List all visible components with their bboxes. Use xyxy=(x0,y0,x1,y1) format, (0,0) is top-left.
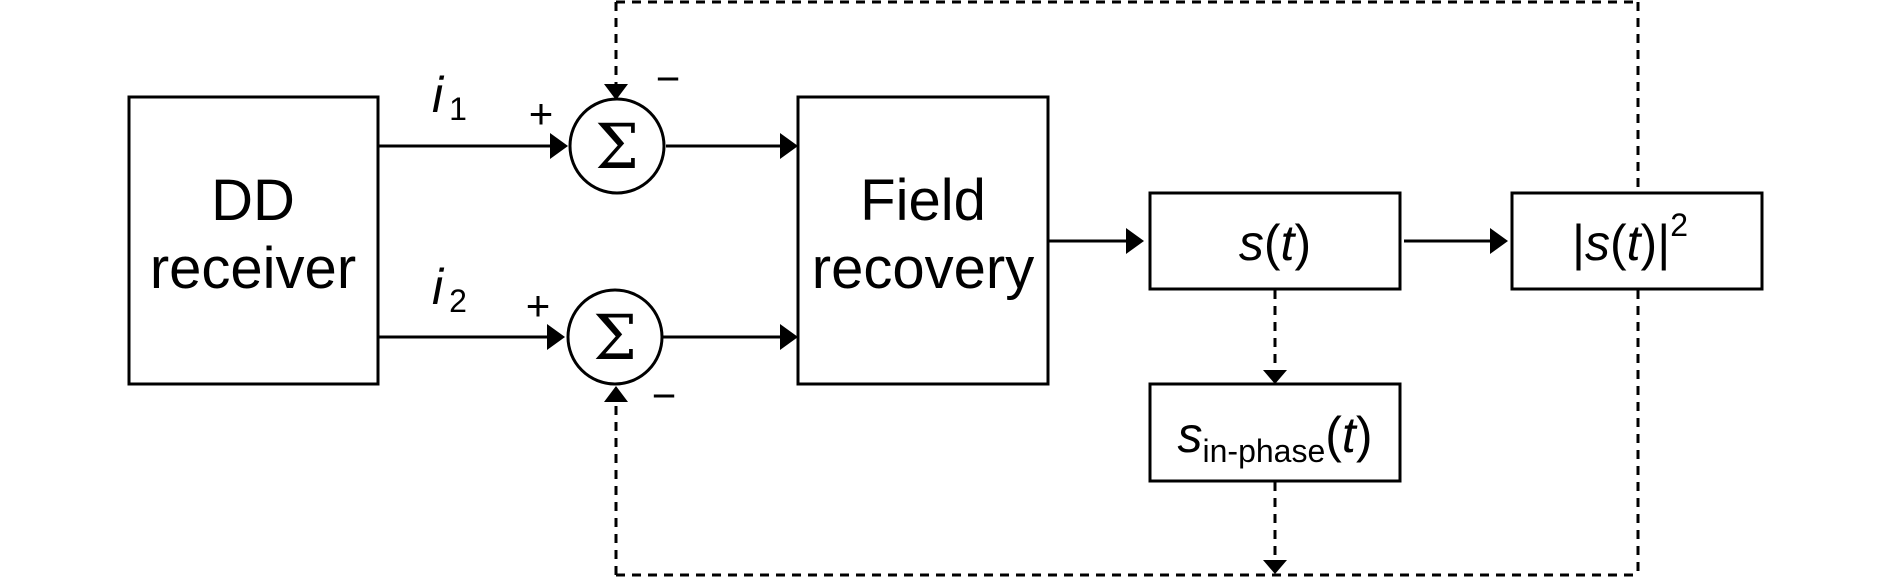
s-inphase-open-paren: ( xyxy=(1325,407,1342,463)
field-recovery-out-arrowhead xyxy=(1126,228,1144,254)
bottom-summer-out-arrowhead xyxy=(780,324,798,350)
i1-arrowhead xyxy=(550,133,568,159)
top-summer-minus-sign: − xyxy=(656,55,681,102)
i2-subscript: 2 xyxy=(449,283,467,319)
s-inphase-label: sin-phase(t) xyxy=(1178,407,1373,469)
bottom-summer-minus-sign: − xyxy=(652,372,677,419)
top-summer-plus-sign: + xyxy=(529,90,554,137)
magnitude-t: t xyxy=(1627,215,1643,271)
s-to-inphase-arrowhead xyxy=(1263,370,1287,384)
magnitude-open-paren: ( xyxy=(1610,215,1627,271)
dd-receiver-box xyxy=(127,95,380,386)
top-summer: Σ + − xyxy=(529,55,681,195)
top-summer-sigma: Σ xyxy=(595,110,639,183)
field-recovery-label-line1: Field xyxy=(860,168,986,233)
s-inphase-subscript: in-phase xyxy=(1203,433,1326,469)
s-inphase-box xyxy=(1148,382,1402,483)
s-t-s: s xyxy=(1239,215,1264,271)
dd-receiver-label-line2: receiver xyxy=(150,236,356,301)
s-t-label: s(t) xyxy=(1239,215,1311,271)
magnitude-bar-left: | xyxy=(1572,215,1585,271)
top-summer-circle xyxy=(568,97,666,195)
signal-lines xyxy=(378,133,1508,350)
s-inphase-s: s xyxy=(1178,407,1203,463)
field-recovery-block: Field recovery xyxy=(796,95,1050,386)
field-recovery-label-line2: recovery xyxy=(812,236,1034,301)
s-to-magnitude-arrowhead xyxy=(1490,228,1508,254)
s-t-box xyxy=(1148,191,1402,291)
s-t-t: t xyxy=(1281,215,1297,271)
s-t-open-paren: ( xyxy=(1264,215,1281,271)
s-inphase-block: sin-phase(t) xyxy=(1148,382,1402,483)
i1-base: i xyxy=(432,67,445,123)
dd-receiver-block: DD receiver xyxy=(127,95,380,386)
s-inphase-t: t xyxy=(1342,407,1358,463)
magnitude-close-paren: ) xyxy=(1641,215,1658,271)
magnitude-bar-right: | xyxy=(1657,215,1670,271)
s-inphase-close-paren: ) xyxy=(1356,407,1373,463)
bottom-summer-plus-sign: + xyxy=(526,282,551,329)
feedback-to-top-summer-arrowhead xyxy=(604,84,628,100)
magnitude-squared-label: |s(t)|2 xyxy=(1572,207,1688,271)
s-t-close-paren: ) xyxy=(1294,215,1311,271)
dd-receiver-label-line1: DD xyxy=(211,168,295,233)
magnitude-squared-box xyxy=(1510,191,1764,291)
feedback-loop xyxy=(604,0,1640,577)
i2-arrowhead xyxy=(547,324,565,350)
magnitude-s: s xyxy=(1585,215,1610,271)
magnitude-squared-block: |s(t)|2 xyxy=(1510,191,1764,291)
feedback-to-bottom-summer-arrowhead xyxy=(604,386,628,402)
top-summer-out-arrowhead xyxy=(780,133,798,159)
inphase-to-loop-arrowhead xyxy=(1263,560,1287,574)
bottom-summer-sigma: Σ xyxy=(593,301,637,374)
i1-subscript: 1 xyxy=(449,91,467,127)
i2-base: i xyxy=(432,259,445,315)
bottom-summer-circle xyxy=(566,288,664,386)
field-recovery-box xyxy=(796,95,1050,386)
bottom-summer: Σ + − xyxy=(526,282,677,419)
s-t-block: s(t) xyxy=(1148,191,1402,291)
magnitude-exponent: 2 xyxy=(1670,207,1688,243)
